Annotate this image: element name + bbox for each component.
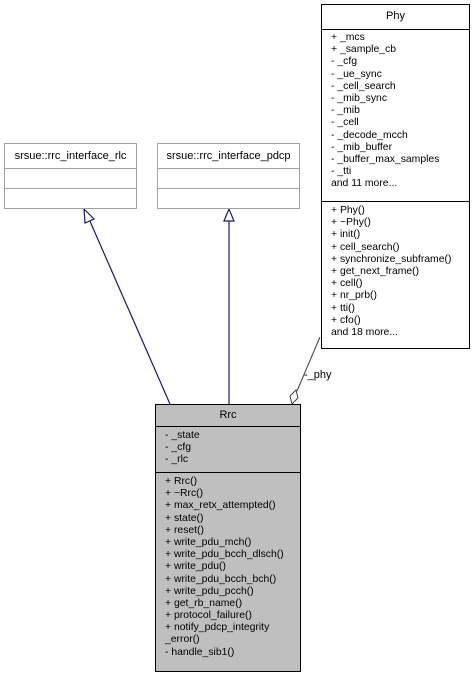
method-item: + write_pdu_bcch_dlsch(): [165, 549, 284, 561]
method-item: + write_pdu(): [165, 561, 226, 573]
method-more: and 18 more...: [331, 326, 399, 338]
method-item: + notify_pdcp_integrity: [165, 622, 270, 634]
method-item: + protocol_failure(): [165, 610, 252, 622]
method-item: + cell(): [331, 278, 363, 290]
association-edge-phy: [296, 336, 321, 392]
attribute-item: - _tti: [331, 166, 352, 178]
method-item: + max_retx_attempted(): [165, 500, 276, 512]
attribute-more: and 11 more...: [331, 178, 398, 190]
attribute-item: - _mib_sync: [331, 92, 388, 104]
attribute-item: - _cfg: [165, 442, 191, 454]
divider: [5, 168, 136, 169]
class-title-rrc-interface-pdcp: srsue::rrc_interface_pdcp: [166, 150, 291, 162]
attribute-item: - _cell: [331, 117, 359, 129]
divider: [322, 201, 469, 202]
method-item: + cfo(): [331, 314, 361, 326]
attribute-item: - _decode_mcch: [331, 129, 408, 141]
method-item: + write_pdu_mch(): [165, 536, 252, 548]
attribute-item: + _sample_cb: [331, 44, 396, 56]
class-title-rrc-interface-rlc: srsue::rrc_interface_rlc: [14, 150, 127, 162]
divider: [156, 426, 300, 427]
attribute-item: - _ue_sync: [331, 68, 382, 80]
divider: [158, 168, 299, 169]
method-item: + synchronize_subframe(): [331, 253, 452, 265]
method-item: + ~Phy(): [331, 217, 371, 229]
method-item: + get_next_frame(): [331, 265, 420, 277]
method-item: + init(): [331, 229, 361, 241]
attribute-list: - _state - _cfg - _rlc: [165, 430, 200, 467]
attribute-item: - _rlc: [165, 454, 189, 466]
method-item: + tti(): [331, 302, 355, 314]
aggregation-diamond: [289, 389, 299, 405]
inheritance-arrowhead-rlc: [83, 207, 96, 224]
edge-label-phy: -_phy: [304, 369, 332, 381]
method-item: + write_pdu_bcch_bch(): [165, 573, 277, 585]
attribute-item: - _cell_search: [331, 80, 396, 92]
class-box-phy[interactable]: Phy + _mcs + _sample_cb - _cfg - _ue_syn…: [321, 4, 470, 349]
attribute-item: - _mib: [331, 105, 360, 117]
class-title-rrc: Rrc: [219, 409, 237, 421]
method-item: + nr_prb(): [331, 290, 377, 302]
method-item: _error(): [165, 634, 200, 646]
divider: [158, 188, 299, 189]
class-box-rrc-interface-pdcp[interactable]: srsue::rrc_interface_pdcp: [157, 143, 300, 209]
divider: [5, 188, 136, 189]
attribute-item: - _buffer_max_samples: [331, 153, 440, 165]
divider: [156, 472, 300, 473]
method-item: - handle_sib1(): [165, 646, 235, 658]
attribute-item: - _cfg: [331, 56, 357, 68]
method-item: + write_pdu_pcch(): [165, 585, 254, 597]
method-item: + state(): [165, 512, 204, 524]
attribute-item: - _state: [165, 430, 200, 441]
method-item: + reset(): [165, 524, 204, 536]
class-title-phy: Phy: [386, 10, 405, 22]
method-item: + ~Rrc(): [165, 488, 204, 500]
attribute-item: - _mib_buffer: [331, 141, 393, 153]
inheritance-edge-rlc: [88, 218, 171, 405]
divider: [322, 29, 469, 30]
inheritance-arrowhead-pdcp: [223, 207, 235, 222]
attribute-item: + _mcs: [331, 32, 365, 43]
method-item: + get_rb_name(): [165, 597, 243, 609]
method-list: + Rrc() + ~Rrc() + max_retx_attempted() …: [165, 476, 284, 659]
class-box-rrc[interactable]: Rrc - _state - _cfg - _rlc + Rrc() + ~Rr…: [155, 404, 301, 672]
method-list: + Phy() + ~Phy() + init() + cell_search(…: [331, 205, 451, 339]
attribute-list: + _mcs + _sample_cb - _cfg - _ue_sync - …: [331, 32, 439, 190]
class-box-rrc-interface-rlc[interactable]: srsue::rrc_interface_rlc: [4, 143, 137, 209]
method-item: + cell_search(): [331, 241, 400, 253]
method-item: + Rrc(): [165, 476, 198, 487]
method-item: + Phy(): [331, 205, 365, 216]
